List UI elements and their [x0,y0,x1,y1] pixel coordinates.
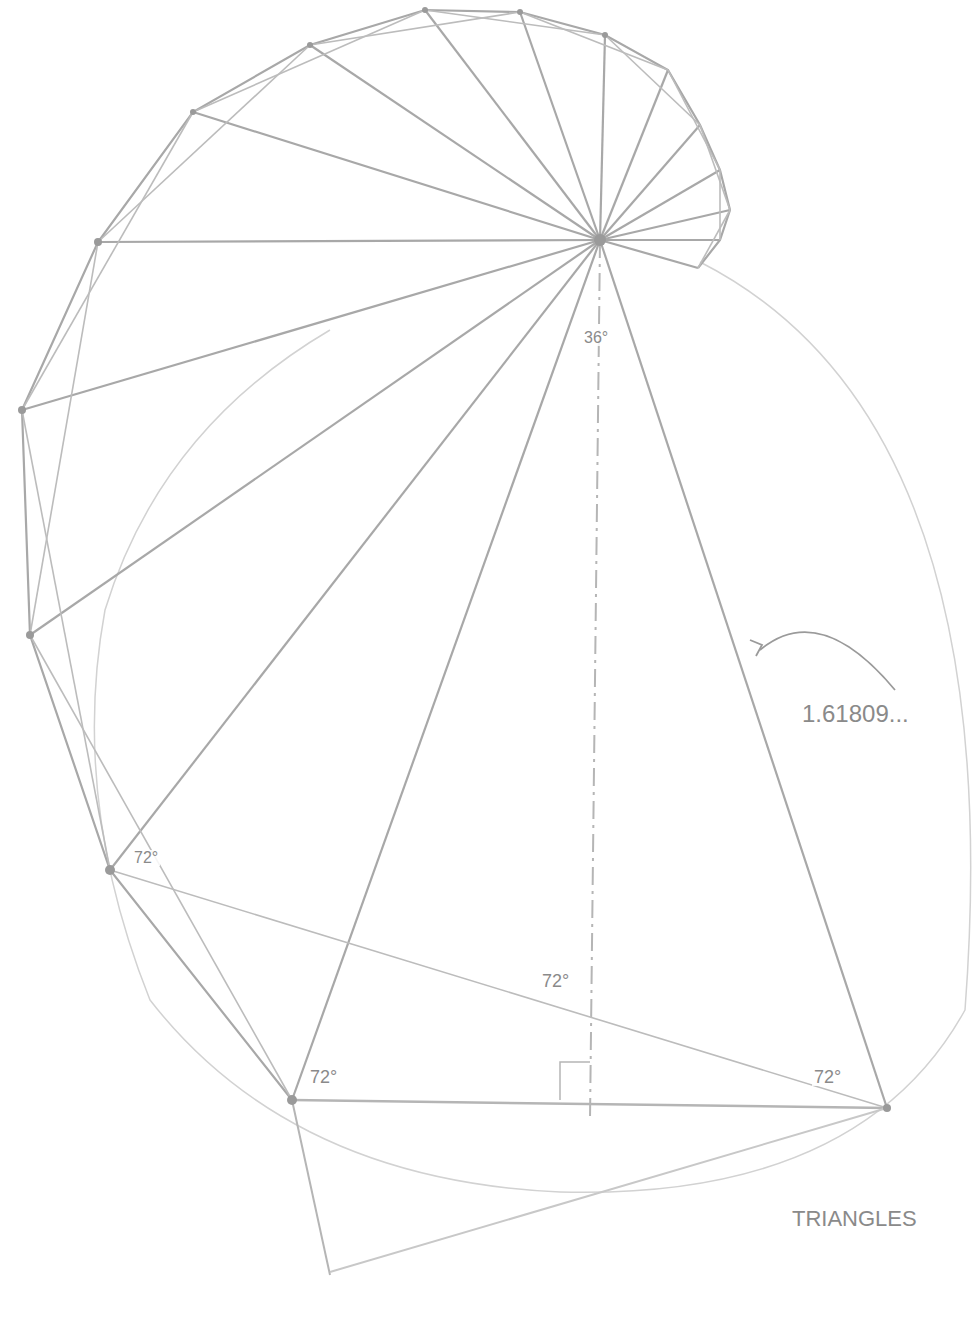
angle-label: 72° [540,972,571,990]
ratio-label: 1.61809... [800,702,911,726]
vertex-dots [18,7,891,1112]
gnomon-lines [22,10,887,1108]
angle-label: 72° [308,1068,339,1086]
construction-lines [94,240,970,1275]
angle-label: 72° [132,850,160,866]
leader-arrow [760,632,895,690]
spiral-triangles [22,10,887,1108]
angle-label: 72° [812,1068,843,1086]
title-note: TRIANGLES [790,1208,919,1230]
leader-arrowhead [750,640,762,656]
angle-label: 36° [582,330,610,346]
